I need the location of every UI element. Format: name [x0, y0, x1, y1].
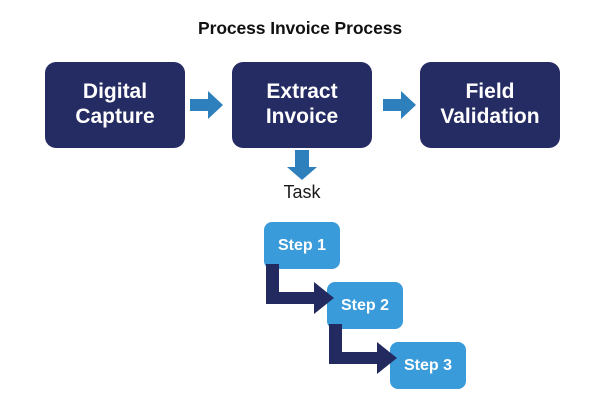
step-box-1[interactable]: Step 1	[264, 222, 340, 269]
process-box-label: Extract Invoice	[265, 80, 339, 128]
process-box-extract-invoice[interactable]: Extract Invoice	[232, 62, 372, 148]
process-box-label: Field Validation	[440, 80, 540, 128]
step-box-label: Step 2	[340, 296, 389, 314]
elbow-arrow-step1-to-step2-icon	[266, 264, 334, 316]
arrow-down-icon	[287, 150, 317, 180]
arrow-right-icon	[190, 91, 223, 119]
process-box-field-validation[interactable]: Field Validation	[420, 62, 560, 148]
step-box-label: Step 3	[403, 356, 452, 374]
step-box-3[interactable]: Step 3	[390, 342, 466, 389]
step-box-2[interactable]: Step 2	[327, 282, 403, 329]
elbow-arrow-step2-to-step3-icon	[329, 324, 397, 376]
step-box-label: Step 1	[277, 236, 326, 254]
process-box-label: Digital Capture	[75, 80, 155, 128]
page-title: Process Invoice Process	[198, 18, 402, 38]
arrow-right-icon	[383, 91, 416, 119]
task-caption: Task	[283, 182, 321, 202]
process-box-digital-capture[interactable]: Digital Capture	[45, 62, 185, 148]
